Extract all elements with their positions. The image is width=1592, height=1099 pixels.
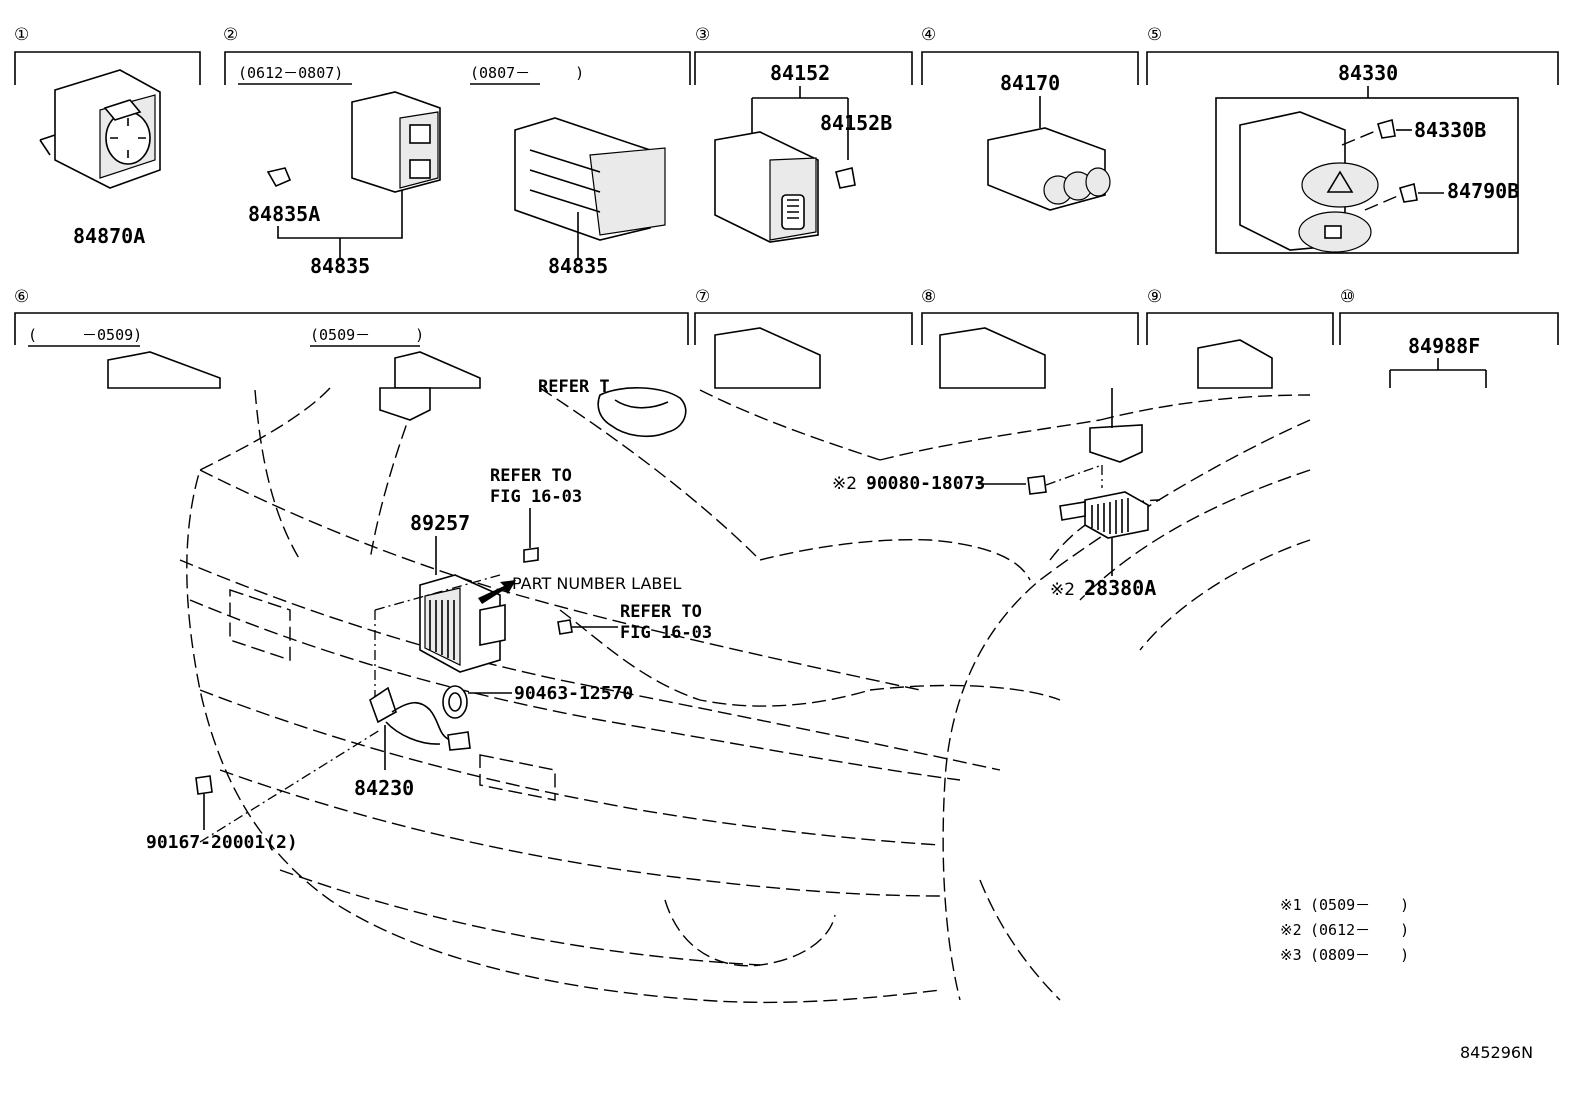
- part-84330-label: 84330: [1338, 61, 1398, 85]
- part-84330-box: [1215, 97, 1519, 254]
- part-84988F-label: 84988F: [1408, 334, 1480, 358]
- part-84835A-label: 84835A: [248, 202, 320, 226]
- section-3-number: ③: [695, 25, 710, 45]
- clip-90080-illustration: [1027, 475, 1047, 495]
- ecu-89257-illustration: [419, 574, 506, 673]
- note-x2-b: ※2: [1050, 580, 1075, 600]
- bolt-top-illustration: [523, 547, 539, 563]
- section-2-number: ②: [223, 25, 238, 45]
- refer-to-clipped-label: REFER T: [538, 377, 610, 397]
- figure-code: 845296N: [1460, 1043, 1533, 1062]
- part-84835-left-label: 84835: [310, 254, 370, 278]
- car-body-outline: [179, 387, 1311, 1004]
- hazard-switch-84330-illustration: [1239, 111, 1379, 253]
- section-6-range-left: ( －0509): [28, 326, 142, 344]
- section-frames-top: [14, 51, 1559, 85]
- switch-84170-illustration: [987, 127, 1111, 211]
- legend-3-range: (0809－ ): [1310, 946, 1409, 964]
- section-4-number: ④: [921, 25, 936, 45]
- clip-84790B-illustration: [1399, 182, 1418, 203]
- part-84152-label: 84152: [770, 61, 830, 85]
- headlamp-dial-84152-illustration: [714, 131, 819, 243]
- section-6-number: ⑥: [14, 287, 29, 307]
- legend-2-mark: ※2: [1280, 921, 1302, 939]
- part-90463-label: 90463-12570: [514, 683, 633, 704]
- section-8-number: ⑧: [921, 287, 936, 307]
- bolt-90167-illustration: [195, 775, 213, 795]
- bracket-28380A-illustration: [1089, 388, 1143, 463]
- section-frames-second: [14, 312, 1559, 345]
- screw-84835A-illustration: [266, 167, 292, 188]
- legend-1-mark: ※1: [1280, 896, 1302, 914]
- switch-84835-left-illustration: [351, 91, 441, 193]
- part-28380A-label: 28380A: [1084, 576, 1156, 600]
- section-1-number: ①: [14, 25, 29, 45]
- clip-84330B-illustration: [1377, 118, 1396, 139]
- section-numbers-second: ⑥ ⑦ ⑧ ⑨ ⑩: [14, 287, 1355, 307]
- sensor-84230-illustration: [369, 686, 471, 751]
- section-6-range-right: (0509－ ): [310, 326, 424, 344]
- note-x2-a: ※2: [832, 474, 857, 494]
- refer-to-top-line2: FIG 16-03: [490, 487, 582, 507]
- part-90080-label: 90080-18073: [866, 473, 985, 494]
- bracket-top-illustration: [379, 387, 431, 421]
- mirror-switch-illustration: [39, 69, 161, 189]
- part-84835-right-label: 84835: [548, 254, 608, 278]
- part-number-label-note: PART NUMBER LABEL: [512, 574, 681, 593]
- refer-to-mid-line2: FIG 16-03: [620, 623, 712, 643]
- section-10-number: ⑩: [1340, 287, 1355, 307]
- partial-parts-second-row: [107, 327, 1273, 389]
- part-84152B-label: 84152B: [820, 111, 892, 135]
- section-5-number: ⑤: [1147, 25, 1162, 45]
- part-89257-label: 89257: [410, 511, 470, 535]
- wiring-bundle-illustration: [597, 387, 687, 438]
- clip-84152B-illustration: [835, 167, 856, 189]
- clamp-90463-illustration: [442, 685, 468, 719]
- part-84230-label: 84230: [354, 776, 414, 800]
- section-2-range-left: (0612－0807): [238, 64, 343, 82]
- refer-to-top-line1: REFER TO: [490, 466, 572, 486]
- section-9-number: ⑨: [1147, 287, 1162, 307]
- refer-to-mid-line1: REFER TO: [620, 602, 702, 622]
- section-numbers-top: ① ② ③ ④ ⑤: [14, 25, 1162, 45]
- part-84870A-label: 84870A: [73, 224, 145, 248]
- connector-28380A-illustration: [1059, 491, 1149, 539]
- part-84790B-label: 84790B: [1447, 179, 1519, 203]
- label-arrow-icon: [478, 580, 516, 604]
- part-90167-label: 90167-20001(2): [146, 832, 298, 853]
- switch-84835-right-illustration: [514, 117, 666, 241]
- section-7-number: ⑦: [695, 287, 710, 307]
- legend-2-range: (0612－ ): [1310, 921, 1409, 939]
- legend-3-mark: ※3: [1280, 946, 1302, 964]
- legend-1-range: (0509－ ): [1310, 896, 1409, 914]
- section-2-range-right: (0807－ ): [470, 64, 584, 82]
- bolt-mid-illustration: [557, 619, 573, 635]
- part-84330B-label: 84330B: [1414, 118, 1486, 142]
- part-84170-label: 84170: [1000, 71, 1060, 95]
- applicability-legend: ※1 (0509－ ) ※2 (0612－ ) ※3 (0809－ ): [1280, 896, 1409, 964]
